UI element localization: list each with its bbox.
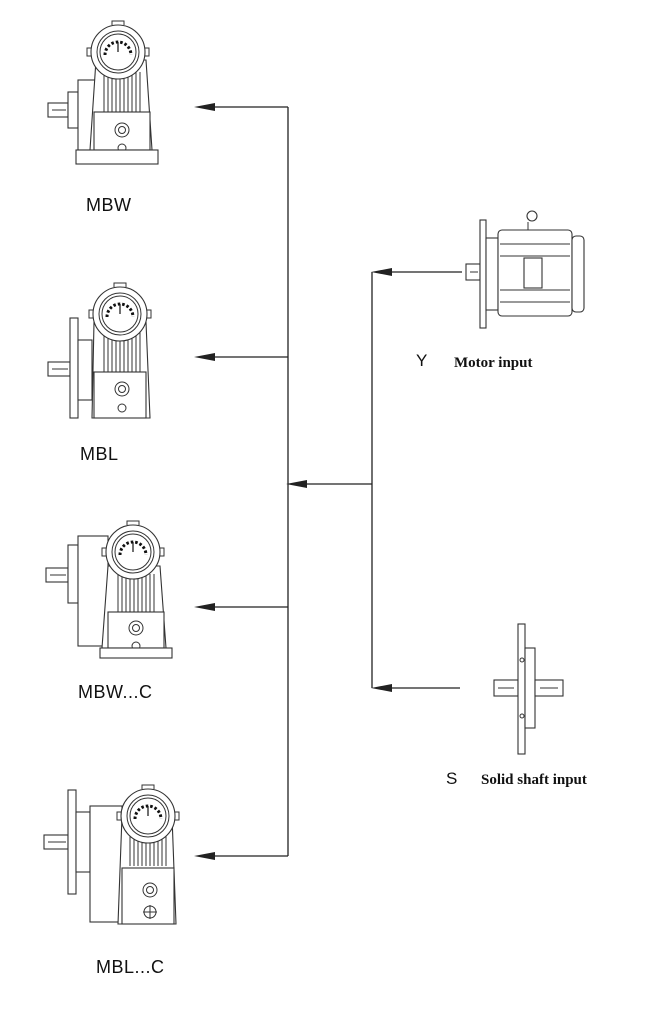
- solid-shaft-icon: [493, 623, 564, 755]
- solid-shaft-input-label: Solid shaft input: [481, 772, 587, 788]
- arrow-to-mbl-c: [194, 852, 215, 860]
- arrow-from-shaft: [371, 684, 392, 692]
- mbl-c-reducer-icon: [43, 783, 181, 925]
- motor-icon: [465, 210, 585, 329]
- mbl-reducer-icon: [47, 281, 153, 419]
- arrow-to-mbw: [194, 103, 215, 111]
- arrow-from-motor: [371, 268, 392, 276]
- motor-input-label: Motor input: [454, 355, 533, 371]
- solid-shaft-input-code: S: [446, 769, 458, 788]
- mbw-label: MBW: [86, 195, 132, 215]
- mbw-reducer-icon: [47, 19, 159, 165]
- mbl-c-label: MBL...C: [96, 957, 165, 977]
- arrowheads: [194, 103, 392, 860]
- connector-lines: [205, 106, 462, 857]
- arrow-to-mbl: [194, 353, 215, 361]
- mbw-c-label: MBW...C: [78, 682, 153, 702]
- mbl-label: MBL: [80, 444, 119, 464]
- motor-input-code: Y: [416, 351, 428, 370]
- arrow-to-mbw-c: [194, 603, 215, 611]
- mbw-c-reducer-icon: [45, 519, 173, 659]
- arrow-to-bus: [286, 480, 307, 488]
